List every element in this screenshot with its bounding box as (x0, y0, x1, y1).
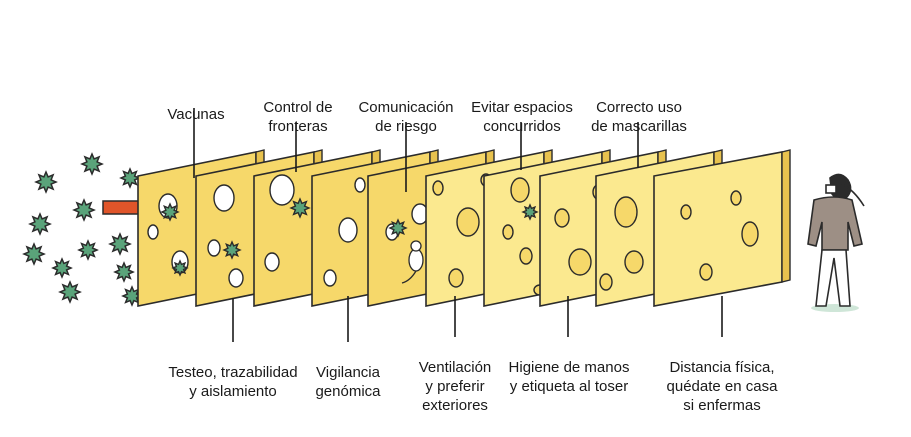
virus-icon (289, 197, 311, 219)
cheese-slices (137, 149, 791, 307)
virus-icon (77, 239, 99, 261)
leader-lines (193, 108, 723, 342)
virus-icon (22, 242, 46, 266)
virus-icon (80, 152, 104, 176)
virus-icon (51, 257, 73, 279)
virus-icon (58, 280, 82, 304)
virus-icon (222, 240, 242, 260)
virus-icon (521, 203, 539, 221)
virus-icon (28, 212, 52, 236)
virus-icon (171, 259, 189, 277)
virus-icon (160, 202, 180, 222)
virus-icon (388, 218, 408, 238)
person-with-mask-icon (807, 173, 865, 312)
virus-icon (34, 170, 58, 194)
virus-icon (113, 261, 135, 283)
virus-icon (108, 232, 132, 256)
label-vacunas: Vacunas (167, 106, 225, 123)
cheese-slice-10 (653, 149, 791, 307)
virus-icon (119, 167, 141, 189)
mouse-icon (401, 240, 424, 284)
virus-icon (72, 198, 96, 222)
virus-cluster (22, 152, 143, 307)
virus-icon (121, 285, 143, 307)
